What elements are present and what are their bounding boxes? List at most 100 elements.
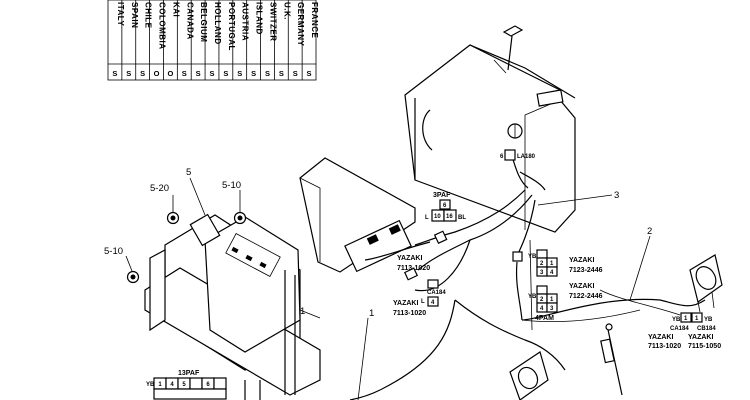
callout-1-right: 1 — [369, 308, 374, 319]
svg-text:YAZAKI: YAZAKI — [397, 255, 422, 262]
svg-text:YB: YB — [672, 317, 681, 323]
country-code: O — [167, 69, 173, 78]
connector-yazaki-7113-1020-c: YB 1 CA184 YAZAKI 7113-1020 — [648, 312, 692, 350]
pin-label: 5 — [182, 382, 186, 388]
svg-text:7122-2446: 7122-2446 — [569, 293, 603, 300]
connector-yazaki-7122-2446: YB 2 1 4 3 YAZAKI 7122-2446 4PAM — [528, 283, 603, 322]
callout-5-20: 5-20 — [150, 183, 169, 194]
svg-text:2: 2 — [540, 261, 544, 267]
screw-5-10-left — [126, 270, 140, 284]
connector-tag-la180: 6 LA180 — [500, 149, 536, 161]
callout-2: 2 — [647, 226, 652, 237]
country-code: S — [112, 69, 117, 78]
country-header: GERMANY — [296, 2, 305, 47]
svg-text:LA180: LA180 — [517, 154, 536, 160]
speaker-right — [689, 254, 723, 313]
svg-text:YB: YB — [146, 382, 155, 388]
svg-text:7123-2446: 7123-2446 — [569, 267, 603, 274]
svg-text:7113-1020: 7113-1020 — [393, 310, 426, 317]
callout-5: 5 — [186, 167, 191, 178]
connector-yazaki-7113-1020-b: CA184 L 4 YAZAKI 7113-1020 — [393, 279, 446, 317]
country-code: S — [307, 69, 312, 78]
country-code: S — [265, 69, 270, 78]
panel-bracket-assembly — [144, 213, 321, 400]
pin-label: 4 — [170, 382, 174, 388]
country-header: AUSTRIA — [241, 2, 250, 41]
svg-text:1: 1 — [695, 316, 699, 322]
svg-text:CB184: CB184 — [697, 326, 716, 332]
country-code: S — [223, 69, 228, 78]
connector-small-mid — [403, 230, 523, 281]
wire-harness — [349, 149, 706, 400]
svg-text:4: 4 — [431, 300, 435, 306]
pin-label: 1 — [158, 382, 162, 388]
pin-cell — [213, 377, 227, 390]
svg-text:1: 1 — [550, 261, 554, 267]
country-code: S — [209, 69, 214, 78]
country-code: S — [251, 69, 256, 78]
svg-text:3: 3 — [540, 270, 544, 276]
country-code: S — [182, 69, 187, 78]
speaker-bottom — [509, 351, 549, 400]
country-table: ITALY S SPAIN S CHILE S COLOMBIA O KAI O CANADA S BE… — [107, 0, 319, 81]
svg-text:6: 6 — [443, 203, 447, 209]
country-header: ISLAND — [255, 2, 264, 35]
svg-text:4: 4 — [550, 270, 554, 276]
svg-text:YAZAKI: YAZAKI — [688, 334, 713, 341]
svg-text:6: 6 — [500, 154, 504, 160]
pin-cell — [189, 377, 203, 390]
screw-5-10-top — [233, 211, 247, 225]
country-code: O — [154, 69, 160, 78]
country-header: ITALY — [116, 2, 125, 26]
svg-text:YAZAKI: YAZAKI — [393, 300, 418, 307]
svg-text:YAZAKI: YAZAKI — [569, 283, 594, 290]
country-header: HOLLAND — [213, 2, 222, 45]
svg-text:YB: YB — [528, 294, 537, 300]
svg-text:3: 3 — [550, 306, 554, 312]
actuator-rod — [600, 323, 623, 396]
svg-text:16: 16 — [446, 214, 453, 220]
country-header: KAI — [171, 2, 180, 17]
callout-1-left: 1 — [300, 306, 305, 317]
svg-text:YB: YB — [528, 254, 537, 260]
svg-text:13PAF: 13PAF — [178, 370, 200, 377]
svg-text:3PAF: 3PAF — [433, 192, 451, 199]
country-header: BELGIUM — [199, 2, 208, 42]
country-code: S — [237, 69, 242, 78]
pin-label: 6 — [206, 382, 210, 388]
connector-13paf: 13PAF YB 1 4 5 6 — [146, 370, 227, 400]
svg-text:L: L — [425, 215, 429, 221]
country-header: CHILE — [144, 2, 153, 29]
svg-text:L: L — [421, 299, 425, 305]
country-header: U.K. — [282, 2, 291, 20]
callout-5-10-top: 5-10 — [222, 180, 241, 191]
svg-text:1: 1 — [684, 316, 688, 322]
country-code: S — [196, 69, 201, 78]
connector-yazaki-7115-1050: 1 YB CB184 YAZAKI 7115-1050 — [688, 312, 721, 350]
leader-lines — [125, 177, 651, 400]
country-code: S — [293, 69, 298, 78]
callout-5-10-left: 5-10 — [104, 246, 123, 257]
country-header: PORTUGAL — [227, 2, 236, 51]
connector-yazaki-7123-2446: YB 2 1 3 4 YAZAKI 7123-2446 — [528, 249, 603, 277]
svg-text:7115-1050: 7115-1050 — [688, 343, 721, 350]
svg-text:YB: YB — [704, 317, 713, 323]
svg-text:10: 10 — [434, 214, 441, 220]
svg-text:CA184: CA184 — [427, 290, 446, 296]
country-code: S — [279, 69, 284, 78]
ac-unit-housing — [404, 25, 576, 233]
country-header: SPAIN — [130, 2, 139, 28]
country-code: S — [140, 69, 145, 78]
svg-text:YAZAKI: YAZAKI — [648, 334, 673, 341]
country-code: S — [126, 69, 131, 78]
svg-text:4PAM: 4PAM — [535, 315, 554, 322]
svg-text:YAZAKI: YAZAKI — [569, 257, 594, 264]
svg-text:1: 1 — [550, 297, 554, 303]
country-header: CANADA — [185, 2, 194, 40]
country-header: FRANCE — [310, 2, 319, 38]
svg-text:BL: BL — [458, 215, 466, 221]
control-module — [299, 157, 416, 273]
country-header: COLOMBIA — [158, 2, 167, 50]
screw-5-20 — [166, 211, 180, 225]
